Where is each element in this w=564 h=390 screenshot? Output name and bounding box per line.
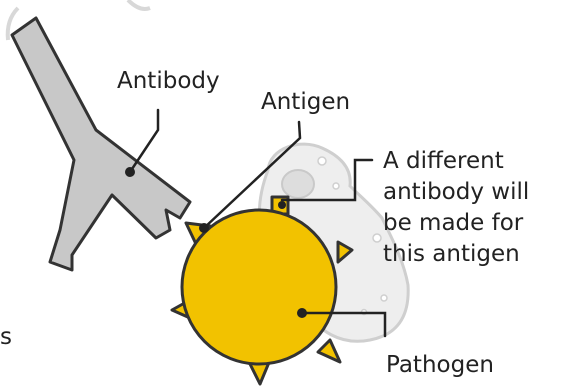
different-antibody-note-line: be made for [383,208,529,239]
pathogen-pointer-dot [297,308,307,318]
antibody-shape [12,18,190,270]
different-antibody-note-line: this antigen [383,239,529,270]
antibody-pointer-dot [125,167,135,177]
pathogen-label: Pathogen [386,350,494,381]
antigen-pointer-dot [199,223,209,233]
antibody-label: Antibody [117,66,220,97]
antigen-spike-lower-right [318,340,340,362]
different-antibody-note-line: antibody will [383,177,529,208]
cropped-left-text: s [0,322,12,353]
cropped-shape-outline [128,0,150,9]
different-antibody-note-line: A different [383,146,529,177]
antigen-label: Antigen [261,87,350,118]
different-antigen-pointer-dot [278,201,286,209]
different-antibody-note: A different antibody will be made for th… [383,146,529,270]
pathogen-body [182,210,336,364]
